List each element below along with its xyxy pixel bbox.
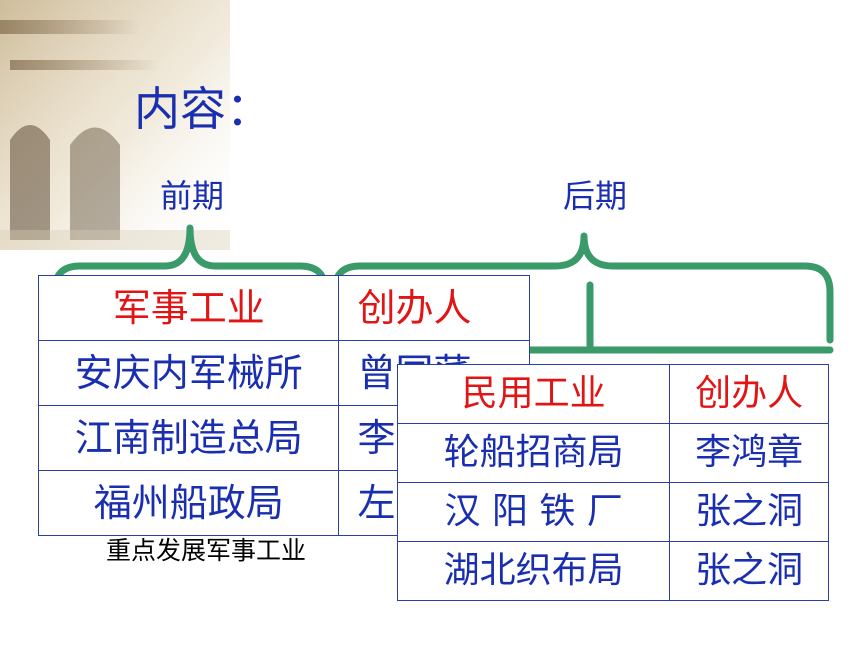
industry-name: 汉 阳 铁 厂 (396, 482, 671, 542)
founder-name: 李鸿章 (669, 423, 829, 483)
founder-name: 张之洞 (669, 482, 829, 542)
page-heading: 内容： (134, 82, 272, 136)
industry-name: 轮船招商局 (396, 423, 671, 483)
industry-name: 湖北织布局 (396, 541, 671, 601)
civil-industry-table: 民用工业 创办人 轮船招商局 李鸿章 汉 阳 铁 厂 张之洞 湖北织布局 张之洞 (396, 364, 829, 601)
header-industry: 军事工业 (37, 275, 340, 341)
focus-note: 重点发展军事工业 (106, 536, 307, 565)
table-header-row: 民用工业 创办人 (396, 364, 829, 424)
header-founder: 创办人 (338, 275, 530, 341)
founder-name: 张之洞 (669, 541, 829, 601)
period-label-late: 后期 (563, 177, 628, 215)
header-founder: 创办人 (669, 364, 829, 424)
industry-name: 江南制造总局 (37, 405, 340, 471)
industry-name: 安庆内军械所 (37, 340, 340, 406)
table-row: 轮船招商局 李鸿章 (396, 423, 829, 483)
table-header-row: 军事工业 创办人 (37, 275, 530, 341)
table-row: 汉 阳 铁 厂 张之洞 (396, 482, 829, 542)
industry-name: 福州船政局 (37, 470, 340, 536)
period-label-early: 前期 (160, 177, 225, 215)
table-row: 湖北织布局 张之洞 (396, 541, 829, 601)
header-industry: 民用工业 (396, 364, 671, 424)
building-photo (0, 0, 230, 250)
